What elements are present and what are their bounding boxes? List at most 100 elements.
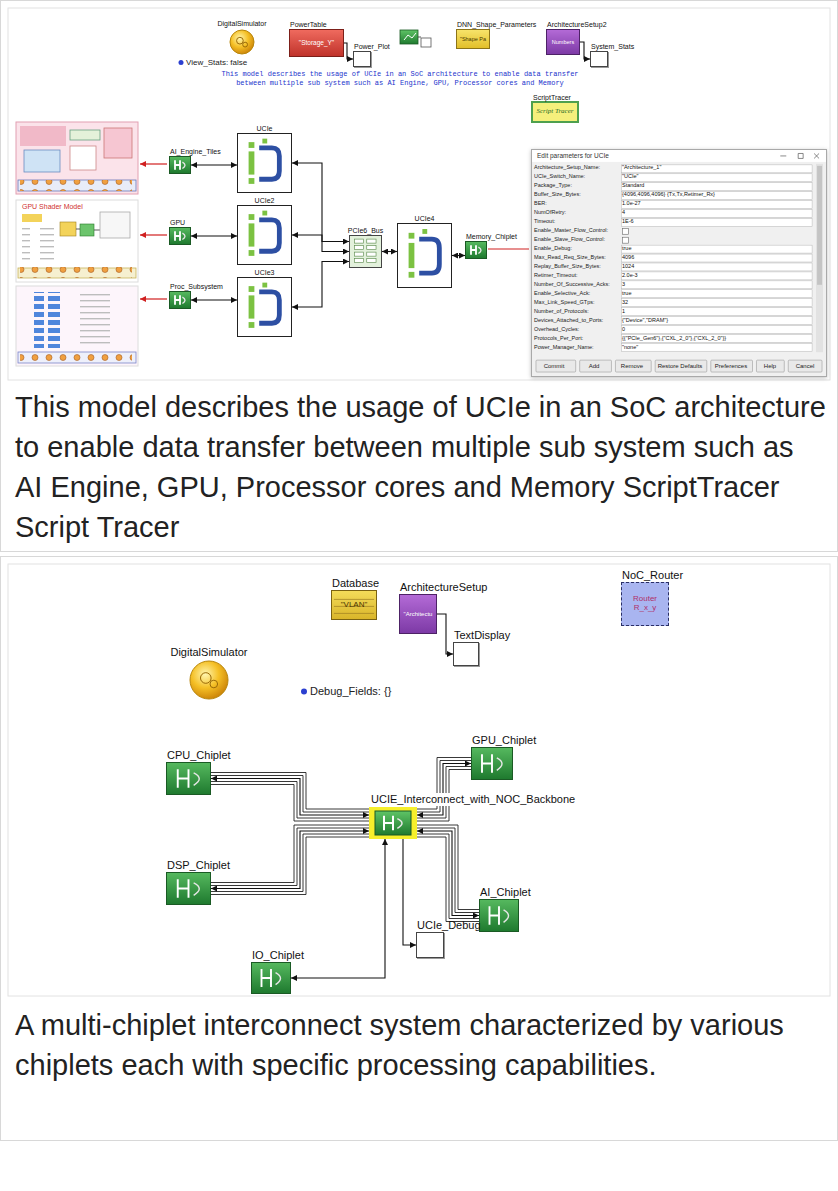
bus-wire — [211, 782, 369, 819]
block-name: Memory_Chiplet — [466, 233, 517, 241]
dialog-button: Remove — [614, 361, 650, 371]
param-name: Enable_Master_Flow_Control: — [534, 226, 608, 234]
dialog-button: Commit — [534, 361, 574, 371]
bus-wire — [211, 834, 369, 892]
block-name: ArchitectureSetup2 — [547, 21, 607, 29]
param-value: 0 — [622, 325, 625, 333]
ucie-logo — [238, 134, 291, 192]
param-name: Overhead_Cycles: — [534, 325, 579, 333]
chiplet-block: IO_Chiplet — [251, 962, 291, 994]
param-name: Devices_Attached_to_Ports: — [534, 316, 603, 324]
param-value: "Architecture_1" — [622, 163, 661, 171]
connector — [191, 299, 237, 300]
bus-wire — [417, 837, 479, 922]
param-name: Max_Link_Speed_GTps: — [534, 298, 595, 306]
subsystem-block: Proc_Subsystem — [169, 291, 191, 309]
block-name: DSP_Chiplet — [167, 859, 230, 872]
param-name: Enable_Selective_Ack: — [534, 289, 590, 297]
param-value: true — [622, 289, 631, 297]
script-tracer: ScriptTracerScript Tracer — [531, 101, 579, 123]
param-value: 32 — [622, 298, 628, 306]
param-name: Timeout: — [534, 217, 555, 225]
simulator-director: DigitalSimulator — [229, 29, 255, 55]
block-name: Proc_Subsystem — [170, 283, 223, 291]
block-name: ScriptTracer — [533, 94, 571, 102]
param-name: Architecture_Setup_Name: — [534, 163, 600, 171]
bus-grid — [350, 236, 381, 267]
param-value: 1E-6 — [622, 217, 634, 225]
example-card: A multi-chiplet interconnect system char… — [0, 556, 838, 1141]
connector — [403, 839, 416, 945]
plot-display: Power_Plot — [353, 51, 371, 67]
ucie-logo — [238, 206, 291, 264]
ucie-switch: UCIe2 — [237, 205, 292, 265]
connector — [417, 831, 479, 916]
chiplet-icon — [170, 292, 190, 308]
simulator-icon — [189, 660, 229, 700]
architecture-setup: ArchitectureSetup"Architectu — [399, 594, 437, 634]
param-name: Replay_Buffer_Size_Bytes: — [534, 262, 601, 270]
chiplet-icon — [252, 963, 290, 993]
chiplet-block: GPU_Chiplet — [471, 747, 513, 780]
param-name: Enable_Debug: — [534, 244, 572, 252]
connector — [344, 43, 353, 59]
block-name: ArchitectureSetup — [400, 581, 487, 594]
param-value: true — [622, 244, 631, 252]
block-name: Database — [332, 577, 379, 590]
ucie-switch: UCIe — [237, 133, 292, 193]
param-name: Number_Of_Successive_Acks: — [534, 280, 610, 288]
ucie-logo — [398, 224, 451, 287]
connector — [292, 163, 349, 242]
simulator-icon — [229, 29, 255, 55]
stats-display: System_Stats — [590, 51, 608, 67]
block-name: AI_Engine_Tiles — [170, 148, 221, 156]
connector — [291, 839, 385, 978]
connector — [382, 251, 397, 252]
param-value: "UCIe" — [622, 172, 638, 180]
param-value: 3 — [622, 280, 625, 288]
caption-text: A multi-chiplet interconnect system char… — [15, 1005, 827, 1085]
param-value: 2.0e-3 — [622, 271, 638, 279]
chiplet-icon — [472, 748, 512, 779]
block-name: System_Stats — [591, 43, 634, 51]
block-name: PCIe6_Bus — [348, 227, 383, 235]
chiplet-icon — [170, 228, 190, 244]
block-value: "Architectu — [404, 611, 433, 618]
connector — [211, 831, 369, 889]
chiplet-icon — [167, 873, 210, 904]
dialog-button: Help — [756, 361, 784, 371]
subsystem-block: AI_Engine_Tiles — [169, 156, 191, 174]
chiplet-block: DSP_Chiplet — [166, 872, 211, 905]
connector — [292, 235, 349, 252]
status-text: Debug_Fields: {} — [310, 685, 391, 698]
block-name: DigitalSimulator — [217, 20, 266, 28]
connector — [191, 164, 237, 165]
connector — [211, 779, 369, 816]
block-name: CPU_Chiplet — [167, 749, 231, 762]
ucie-switch: UCIe3 — [237, 277, 292, 337]
param-value: {{"PCIe_Gen6"},{"CXL_2_0"},{"CXL_2_0"}} — [622, 334, 726, 342]
bus-block: PCIe6_Bus — [349, 235, 382, 268]
param-value: Standard — [622, 181, 644, 189]
param-value: 4096 — [622, 253, 634, 261]
bus-wire — [417, 828, 479, 913]
block-name: UCIe3 — [255, 269, 275, 277]
subsystem-block: GPU — [169, 227, 191, 245]
block-value: "Storage_Y" — [299, 39, 334, 46]
param-name: Retimer_Timeout: — [534, 271, 578, 279]
connector — [452, 255, 465, 256]
param-name: Enable_Slave_Flow_Control: — [534, 235, 605, 243]
thumbnail-title: GPU Shader Model — [22, 203, 83, 211]
block-value: Script Tracer — [536, 108, 573, 116]
block-name: UCIe — [257, 125, 273, 133]
debug-display: UCIe_Debug — [416, 932, 444, 958]
param-name: Max_Read_Req_Size_Bytes: — [534, 253, 606, 261]
block-name: DigitalSimulator — [170, 646, 247, 659]
param-value: "none" — [622, 343, 638, 351]
block-name: AI_Chiplet — [480, 886, 531, 899]
param-name: Package_Type: — [534, 181, 572, 189]
database-block: Database"VLAN" — [331, 590, 377, 620]
chiplet-block: AI_Chiplet — [479, 899, 519, 932]
connector — [417, 764, 471, 816]
parameter-table: DNN_Shape_Parameters"Shape Pa — [456, 29, 490, 49]
